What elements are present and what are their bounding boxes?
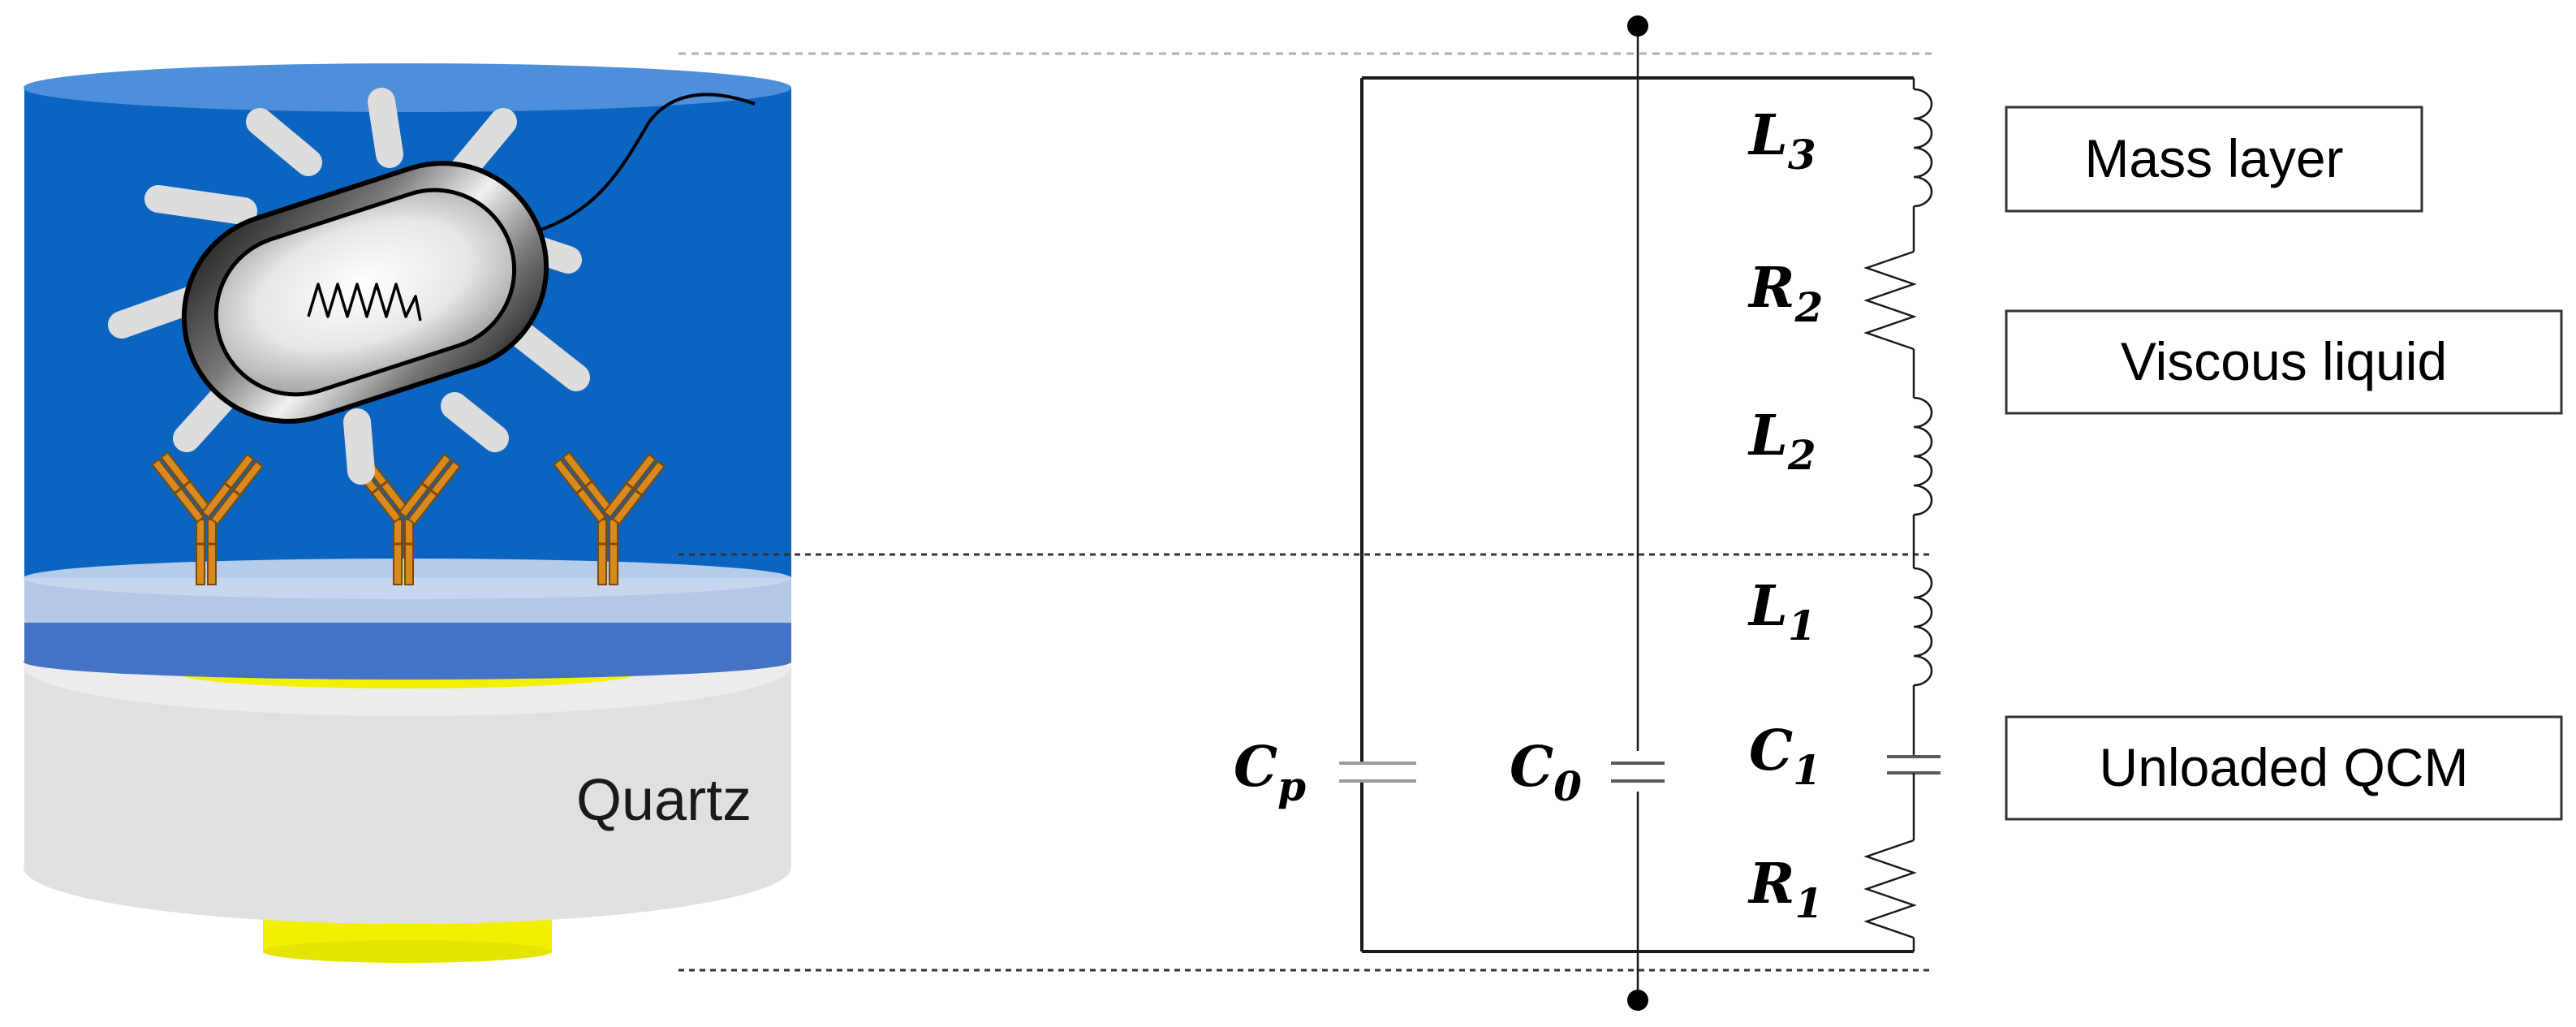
label-r1: R1 bbox=[1747, 852, 1823, 927]
bottom-electrode-rim bbox=[263, 940, 552, 963]
label-l1: L1 bbox=[1747, 574, 1816, 649]
label-cp: Cp bbox=[1234, 735, 1306, 810]
qcm-sensor: Quartz bbox=[24, 63, 791, 963]
capacitor-cp bbox=[1339, 762, 1416, 783]
capacitor-c1 bbox=[1887, 755, 1941, 775]
mass-layer-box: Mass layer bbox=[2005, 106, 2423, 213]
mass-layer-label: Mass layer bbox=[2084, 128, 2343, 188]
unloaded-qcm-box: Unloaded QCM bbox=[2005, 715, 2563, 821]
unloaded-qcm-label: Unloaded QCM bbox=[2100, 737, 2469, 797]
viscous-liquid-label: Viscous liquid bbox=[2121, 331, 2447, 391]
terminal-bottom bbox=[1627, 990, 1648, 1011]
inductor-l1 bbox=[1913, 567, 1933, 687]
label-l2: L2 bbox=[1747, 403, 1816, 479]
terminal-top bbox=[1627, 15, 1648, 37]
quartz-bottom bbox=[24, 810, 791, 924]
label-r2: R2 bbox=[1747, 256, 1823, 331]
component-labels: Cp C0 L3 R2 L2 L1 C1 R1 bbox=[1234, 103, 1823, 927]
resistor-r2 bbox=[1863, 250, 1917, 351]
capacitor-c0 bbox=[1611, 762, 1665, 783]
inductor-l2 bbox=[1913, 396, 1933, 516]
resistor-r1 bbox=[1863, 839, 1917, 939]
layer-labels: Mass layer Viscous liquid Unloaded QCM bbox=[2005, 106, 2563, 821]
quartz-label: Quartz bbox=[576, 768, 752, 833]
equivalent-circuit bbox=[1339, 15, 1941, 1011]
label-c1: C1 bbox=[1749, 718, 1821, 794]
label-l3: L3 bbox=[1747, 103, 1816, 179]
label-c0: C0 bbox=[1510, 735, 1582, 810]
gold-layer-bottom bbox=[24, 644, 791, 680]
inductor-l3 bbox=[1913, 88, 1933, 208]
flagellum bbox=[535, 93, 756, 233]
dna-strand bbox=[307, 283, 422, 321]
liquid-surface bbox=[24, 63, 791, 112]
viscous-liquid-box: Viscous liquid bbox=[2005, 309, 2563, 415]
guide-lines bbox=[678, 52, 1932, 972]
bacterium bbox=[108, 88, 756, 485]
